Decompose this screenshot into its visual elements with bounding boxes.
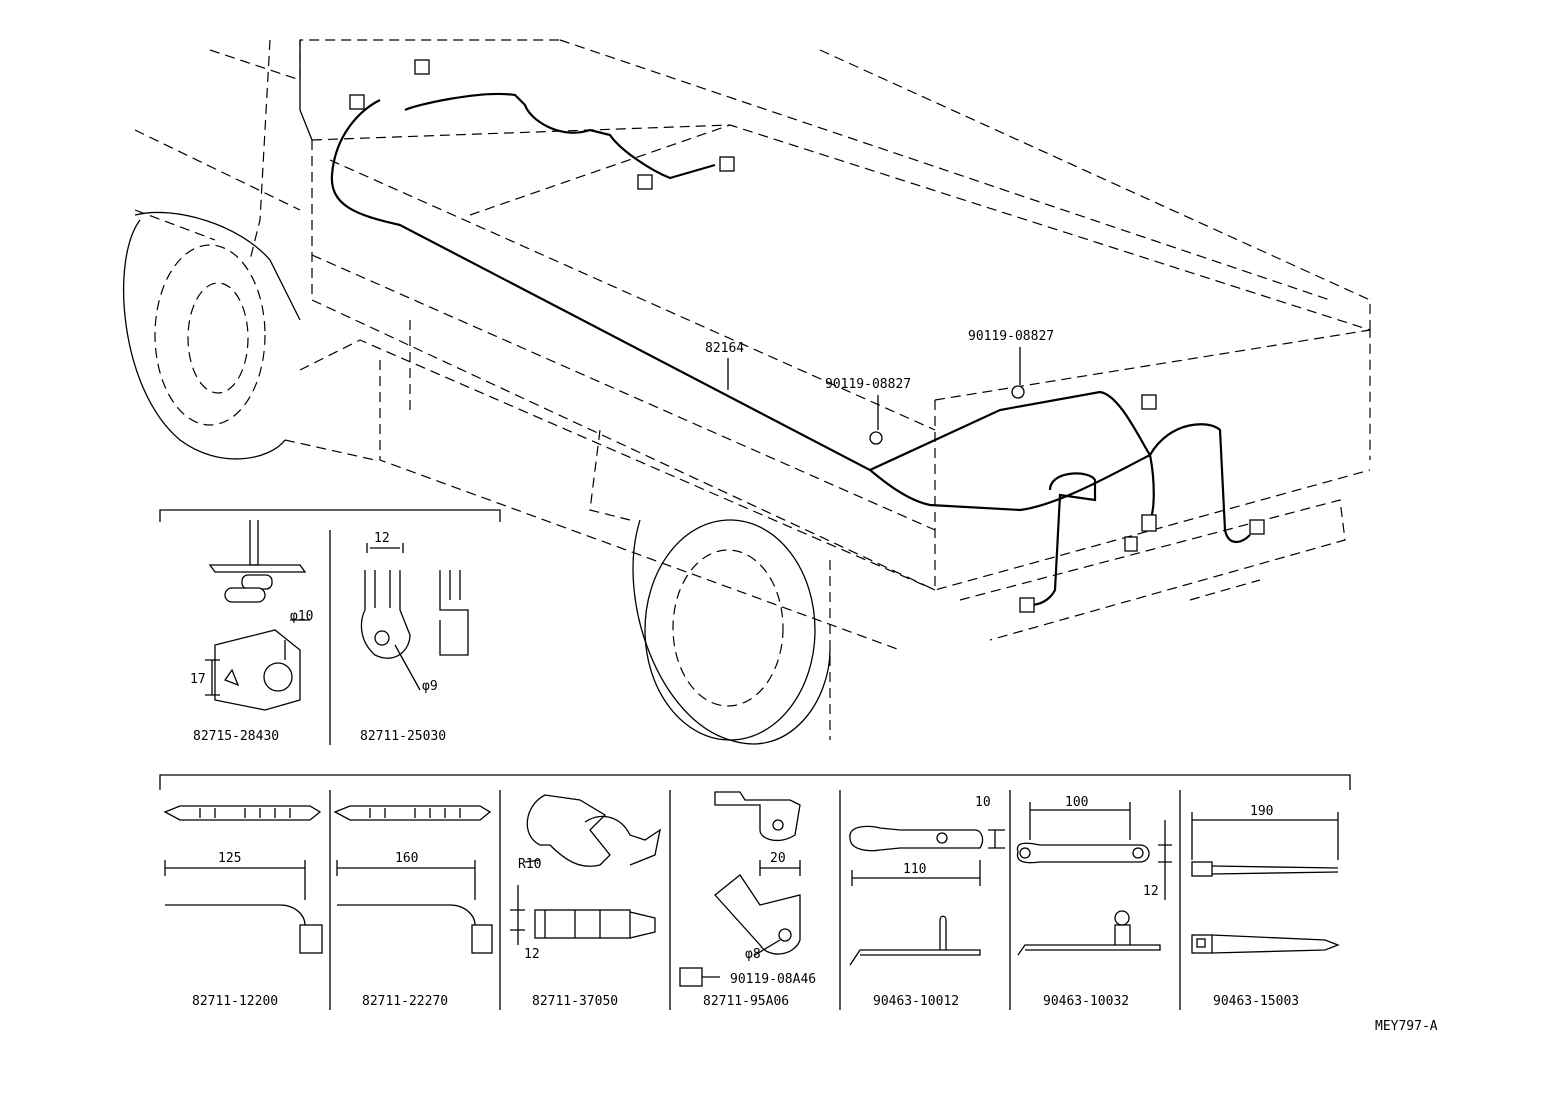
dim-r10: R10 bbox=[518, 857, 541, 872]
diagram-code: MEY797-A bbox=[1375, 1019, 1438, 1034]
dim-dia-10: φ10 bbox=[290, 609, 313, 624]
part-no-82711-25030: 82711-25030 bbox=[360, 729, 446, 744]
part-no-82711-95A06: 82711-95A06 bbox=[703, 994, 789, 1009]
bolt-a-icon bbox=[869, 431, 883, 445]
dim-12-clip: 12 bbox=[1143, 884, 1159, 899]
dim-dia-8: φ8 bbox=[745, 947, 761, 962]
lower-detail-panel: 125 82711-12200 160 82711-22270 R10 12 8… bbox=[159, 774, 1351, 1010]
clip-90463-10012-drawing bbox=[849, 825, 1005, 966]
dim-125: 125 bbox=[218, 851, 241, 866]
dim-17: 17 bbox=[190, 672, 206, 687]
clip-82715-28430-drawing bbox=[205, 520, 310, 711]
upper-detail-panel: φ10 17 82715-28430 12 φ9 82711-25030 bbox=[159, 509, 501, 745]
part-no-90463-10012: 90463-10012 bbox=[873, 994, 959, 1009]
bolt-b-part-no: 90119-08827 bbox=[968, 329, 1054, 344]
clip-90463-10032-drawing bbox=[1016, 802, 1172, 956]
bracket-82711-95A06-drawing bbox=[679, 791, 801, 987]
clip-82711-25030-drawing bbox=[360, 543, 469, 691]
rear-wheel bbox=[632, 519, 831, 745]
dim-10: 10 bbox=[975, 795, 991, 810]
harness-part-no: 82164 bbox=[705, 341, 744, 356]
dim-20: 20 bbox=[770, 851, 786, 866]
dim-12-clamp: 12 bbox=[524, 947, 540, 962]
part-no-82711-12200: 82711-12200 bbox=[192, 994, 278, 1009]
part-no-82715-28430: 82715-28430 bbox=[193, 729, 279, 744]
main-callouts: 82164 90119-08827 90119-08827 bbox=[705, 329, 1054, 445]
clamp-82711-37050-drawing bbox=[510, 794, 661, 945]
bolt-b-icon bbox=[1011, 385, 1025, 399]
dim-100: 100 bbox=[1065, 795, 1088, 810]
wiring-harness-82164 bbox=[330, 59, 1265, 613]
truck-body bbox=[134, 39, 1371, 651]
part-no-90463-10032: 90463-10032 bbox=[1043, 994, 1129, 1009]
part-no-82711-22270: 82711-22270 bbox=[362, 994, 448, 1009]
bolt-90119-08A46: 90119-08A46 bbox=[730, 972, 816, 987]
tie-82711-22270-drawing bbox=[333, 805, 493, 954]
dim-110: 110 bbox=[903, 862, 926, 877]
front-wheel bbox=[122, 219, 286, 460]
dim-190: 190 bbox=[1250, 804, 1273, 819]
dim-dia-9: φ9 bbox=[422, 679, 438, 694]
part-no-90463-15003: 90463-15003 bbox=[1213, 994, 1299, 1009]
part-no-82711-37050: 82711-37050 bbox=[532, 994, 618, 1009]
tie-90463-15003-drawing bbox=[1191, 812, 1340, 954]
dim-160: 160 bbox=[395, 851, 418, 866]
dim-12-top: 12 bbox=[374, 531, 390, 546]
bolt-a-part-no: 90119-08827 bbox=[825, 377, 911, 392]
tie-82711-12200-drawing bbox=[163, 805, 323, 954]
